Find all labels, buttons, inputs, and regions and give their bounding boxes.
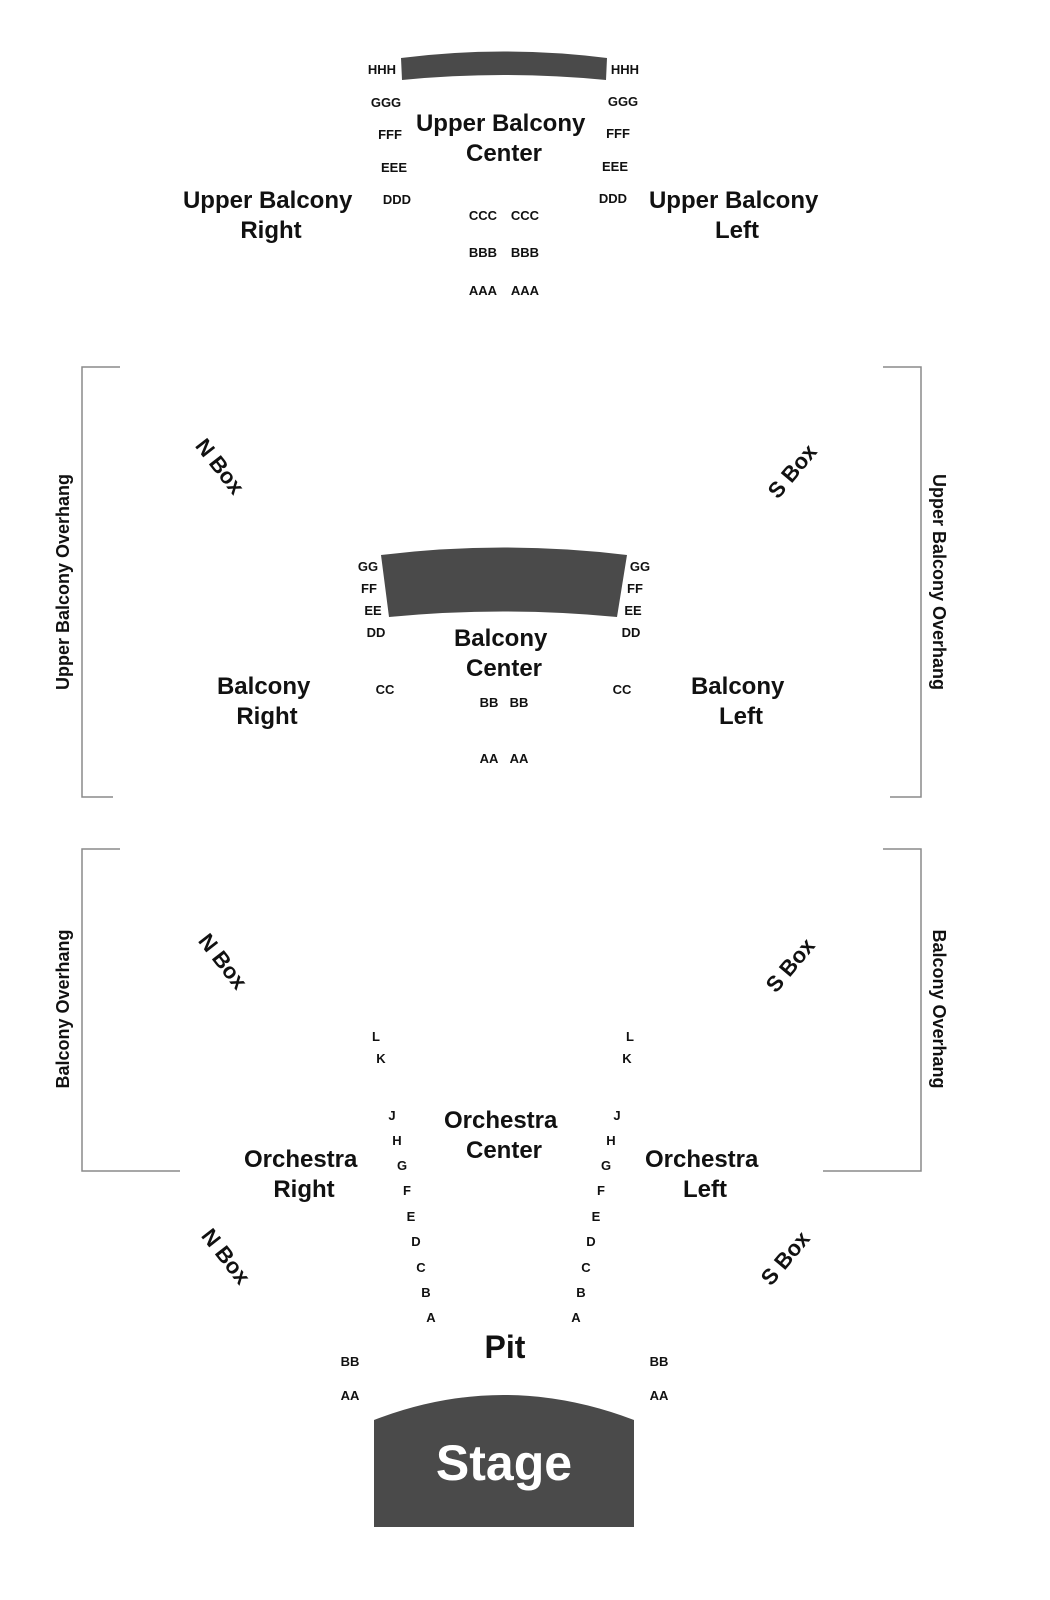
upper-balcony-shape [401, 51, 607, 80]
pit-section: Pit BB AA BB AA [341, 1329, 669, 1403]
balcony-n-box-label[interactable]: N Box [190, 434, 249, 500]
row-label-bb: BB [480, 695, 499, 710]
row-label-k-left: K [622, 1051, 632, 1066]
upper-balcony-center-label[interactable]: Upper Balcony Center [416, 110, 592, 167]
upper-balcony-right-label[interactable]: Upper Balcony Right [183, 187, 359, 244]
row-label-h-right: H [392, 1133, 401, 1148]
row-label-c-left: C [581, 1260, 591, 1275]
upper-balcony-overhang-bracket-left [81, 366, 120, 798]
row-label-bbb: BBB [469, 245, 497, 260]
stage-label: Stage [436, 1435, 572, 1491]
row-label-dd-right: DD [367, 625, 386, 640]
orchestra-lower-n-box-label[interactable]: N Box [196, 1224, 255, 1290]
row-label-ddd-left: DDD [599, 191, 627, 206]
pit-row-label-aa-right: AA [341, 1388, 360, 1403]
balcony-overhang-bracket-right [823, 848, 922, 1172]
row-label-bbb: BBB [511, 245, 539, 260]
row-label-a-left: A [571, 1310, 581, 1325]
row-label-ccc: CCC [469, 208, 498, 223]
row-label-d-left: D [586, 1234, 595, 1249]
row-label-gg-left: GG [630, 559, 650, 574]
row-label-ee-left: EE [624, 603, 642, 618]
balcony-s-box-label[interactable]: S Box [763, 439, 823, 503]
balcony-overhang-bracket-left [81, 848, 180, 1172]
row-label-eee-right: EEE [381, 160, 407, 175]
row-label-gg-right: GG [358, 559, 378, 574]
row-label-l-right: L [372, 1029, 380, 1044]
balcony-left-label[interactable]: Balcony Left [691, 673, 791, 730]
balcony-overhang-label-right: Balcony Overhang [929, 929, 949, 1088]
row-label-ff-left: FF [627, 581, 643, 596]
pit-label[interactable]: Pit [485, 1329, 526, 1365]
orchestra-n-box-label[interactable]: N Box [193, 929, 252, 995]
row-label-e-right: E [407, 1209, 416, 1224]
upper-balcony-section: Upper Balcony Center Upper Balcony Right… [183, 51, 825, 298]
row-label-b-right: B [421, 1285, 430, 1300]
row-label-fff-right: FFF [378, 127, 402, 142]
row-label-h-left: H [606, 1133, 615, 1148]
upper-balcony-overhang-label-left: Upper Balcony Overhang [53, 474, 73, 690]
row-label-j-left: J [613, 1108, 620, 1123]
balcony-shape [381, 547, 627, 617]
row-label-j-right: J [388, 1108, 395, 1123]
row-label-hhh-left: HHH [611, 62, 639, 77]
row-label-a-right: A [426, 1310, 436, 1325]
row-label-b-left: B [576, 1285, 585, 1300]
balcony-center-label[interactable]: Balcony Center [454, 625, 554, 682]
row-label-ff-right: FF [361, 581, 377, 596]
orchestra-lower-s-box-label[interactable]: S Box [756, 1226, 816, 1290]
row-label-ccc: CCC [511, 208, 540, 223]
row-label-f-left: F [597, 1183, 605, 1198]
pit-row-label-aa-left: AA [650, 1388, 669, 1403]
row-label-e-left: E [592, 1209, 601, 1224]
row-label-c-right: C [416, 1260, 426, 1275]
row-label-k-right: K [376, 1051, 386, 1066]
balcony-right-label[interactable]: Balcony Right [217, 673, 317, 730]
row-label-cc-left: CC [613, 682, 632, 697]
row-label-f-right: F [403, 1183, 411, 1198]
pit-row-label-bb-right: BB [341, 1354, 360, 1369]
row-label-aaa: AAA [511, 283, 540, 298]
orchestra-s-box-label[interactable]: S Box [761, 933, 821, 997]
row-label-ee-right: EE [364, 603, 382, 618]
orchestra-right-label[interactable]: Orchestra Right [244, 1146, 364, 1203]
row-label-ggg-left: GGG [608, 94, 638, 109]
balcony-overhang-label-left: Balcony Overhang [53, 929, 73, 1088]
upper-balcony-overhang-label-right: Upper Balcony Overhang [929, 474, 949, 690]
pit-row-label-bb-left: BB [650, 1354, 669, 1369]
row-label-eee-left: EEE [602, 159, 628, 174]
row-label-aa: AA [480, 751, 499, 766]
upper-balcony-left-label[interactable]: Upper Balcony Left [649, 187, 825, 244]
upper-balcony-overhang-bracket-right [883, 366, 922, 798]
row-label-ddd-right: DDD [383, 192, 411, 207]
row-label-bb: BB [510, 695, 529, 710]
orchestra-center-label[interactable]: Orchestra Center [444, 1107, 564, 1164]
row-label-aa: AA [510, 751, 529, 766]
orchestra-left-label[interactable]: Orchestra Left [645, 1146, 765, 1203]
row-label-fff-left: FFF [606, 126, 630, 141]
row-label-ggg-right: GGG [371, 95, 401, 110]
row-label-g-right: G [397, 1158, 407, 1173]
row-label-l-left: L [626, 1029, 634, 1044]
stage-shape [374, 1395, 634, 1527]
orchestra-section: Balcony Overhang Balcony Overhang N Box … [53, 848, 949, 1325]
balcony-section: Upper Balcony Overhang Upper Balcony Ove… [53, 366, 949, 798]
row-label-cc-right: CC [376, 682, 395, 697]
row-label-dd-left: DD [622, 625, 641, 640]
stage: Stage [374, 1395, 634, 1527]
row-label-hhh-right: HHH [368, 62, 396, 77]
row-label-d-right: D [411, 1234, 420, 1249]
row-label-g-left: G [601, 1158, 611, 1173]
row-label-aaa: AAA [469, 283, 498, 298]
